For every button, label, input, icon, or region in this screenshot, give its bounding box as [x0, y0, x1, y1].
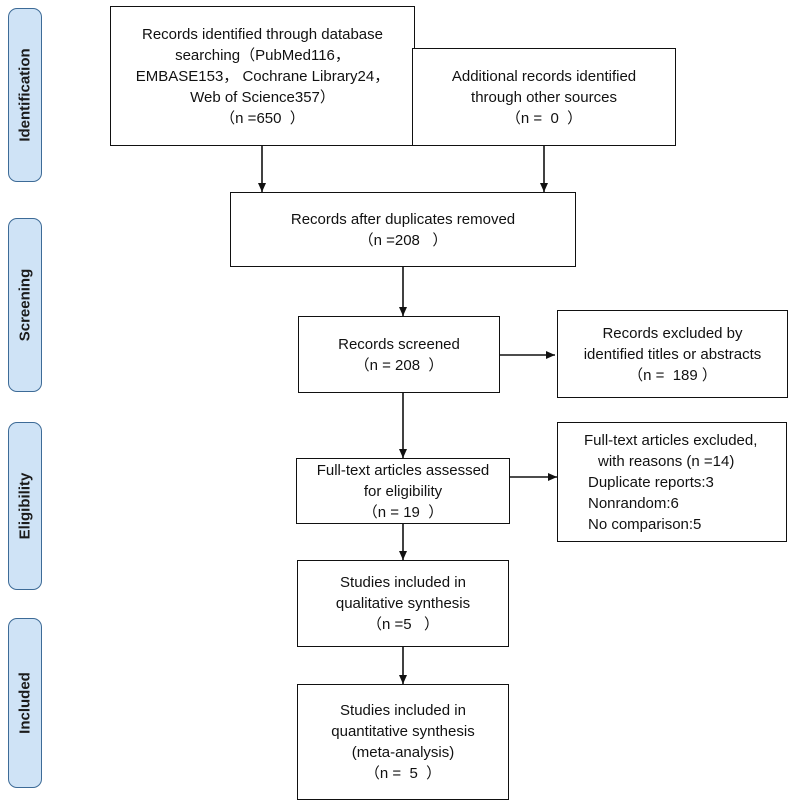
phase-included: Included	[8, 618, 42, 788]
other-sources-line-2: through other sources	[471, 88, 617, 106]
phase-eligibility: Eligibility	[8, 422, 42, 590]
fulltext-line-2: for eligibility	[363, 482, 443, 500]
quantitative-line-4: （n = 5 ）	[364, 765, 442, 782]
database-line-3: EMBASE153， Cochrane Library24，	[135, 67, 390, 85]
box-fulltext-excluded: Full-text articles excluded, with reason…	[557, 422, 787, 542]
box-database-records: Records identified through database sear…	[110, 6, 415, 146]
fulltext-line-1: Full-text articles assessed	[316, 461, 490, 479]
excluded-titles-line-1: Records excluded by	[602, 324, 743, 342]
fulltext-line-3: （n = 19 ）	[362, 503, 444, 521]
duplicates-line-2: （n =208 ）	[358, 231, 448, 249]
screened-line-2: （n = 208 ）	[354, 356, 444, 374]
duplicates-line-1: Records after duplicates removed	[290, 210, 516, 228]
fulltext-excluded-line-2: with reasons (n =14)	[598, 452, 735, 470]
quantitative-line-3: (meta-analysis)	[351, 744, 455, 761]
fulltext-excluded-line-1: Full-text articles excluded,	[584, 431, 758, 449]
box-duplicates-removed: Records after duplicates removed （n =208…	[230, 192, 576, 267]
screened-line-1: Records screened	[338, 335, 460, 353]
database-line-1: Records identified through database	[142, 25, 383, 43]
quantitative-line-1: Studies included in	[340, 702, 466, 719]
phase-screening: Screening	[8, 218, 42, 392]
other-sources-line-3: （n = 0 ）	[505, 109, 583, 127]
other-sources-line-1: Additional records identified	[451, 67, 637, 85]
database-line-2: searching（PubMed116，	[175, 46, 350, 64]
qualitative-line-1: Studies included in	[340, 574, 466, 591]
box-quantitative-synthesis: Studies included in quantitative synthes…	[297, 684, 509, 800]
box-other-sources: Additional records identified through ot…	[412, 48, 676, 146]
qualitative-line-2: qualitative synthesis	[335, 595, 471, 612]
fulltext-excluded-line-3: Duplicate reports:3	[588, 473, 714, 491]
database-line-5: （n =650 ）	[220, 109, 305, 127]
qualitative-line-3: （n =5 ）	[366, 616, 440, 633]
excluded-titles-line-2: identified titles or abstracts	[583, 345, 762, 363]
box-fulltext-assessed: Full-text articles assessed for eligibil…	[296, 458, 510, 524]
phase-identification: Identification	[8, 8, 42, 182]
box-records-excluded: Records excluded by identified titles or…	[557, 310, 788, 398]
box-records-screened: Records screened （n = 208 ）	[298, 316, 500, 393]
box-qualitative-synthesis: Studies included in qualitative synthesi…	[297, 560, 509, 647]
fulltext-excluded-line-5: No comparison:5	[588, 515, 702, 533]
database-line-4: Web of Science357）	[190, 88, 335, 106]
quantitative-line-2: quantitative synthesis	[331, 723, 475, 740]
fulltext-excluded-line-4: Nonrandom:6	[588, 494, 679, 512]
excluded-titles-line-3: （n = 189 ）	[628, 366, 717, 384]
